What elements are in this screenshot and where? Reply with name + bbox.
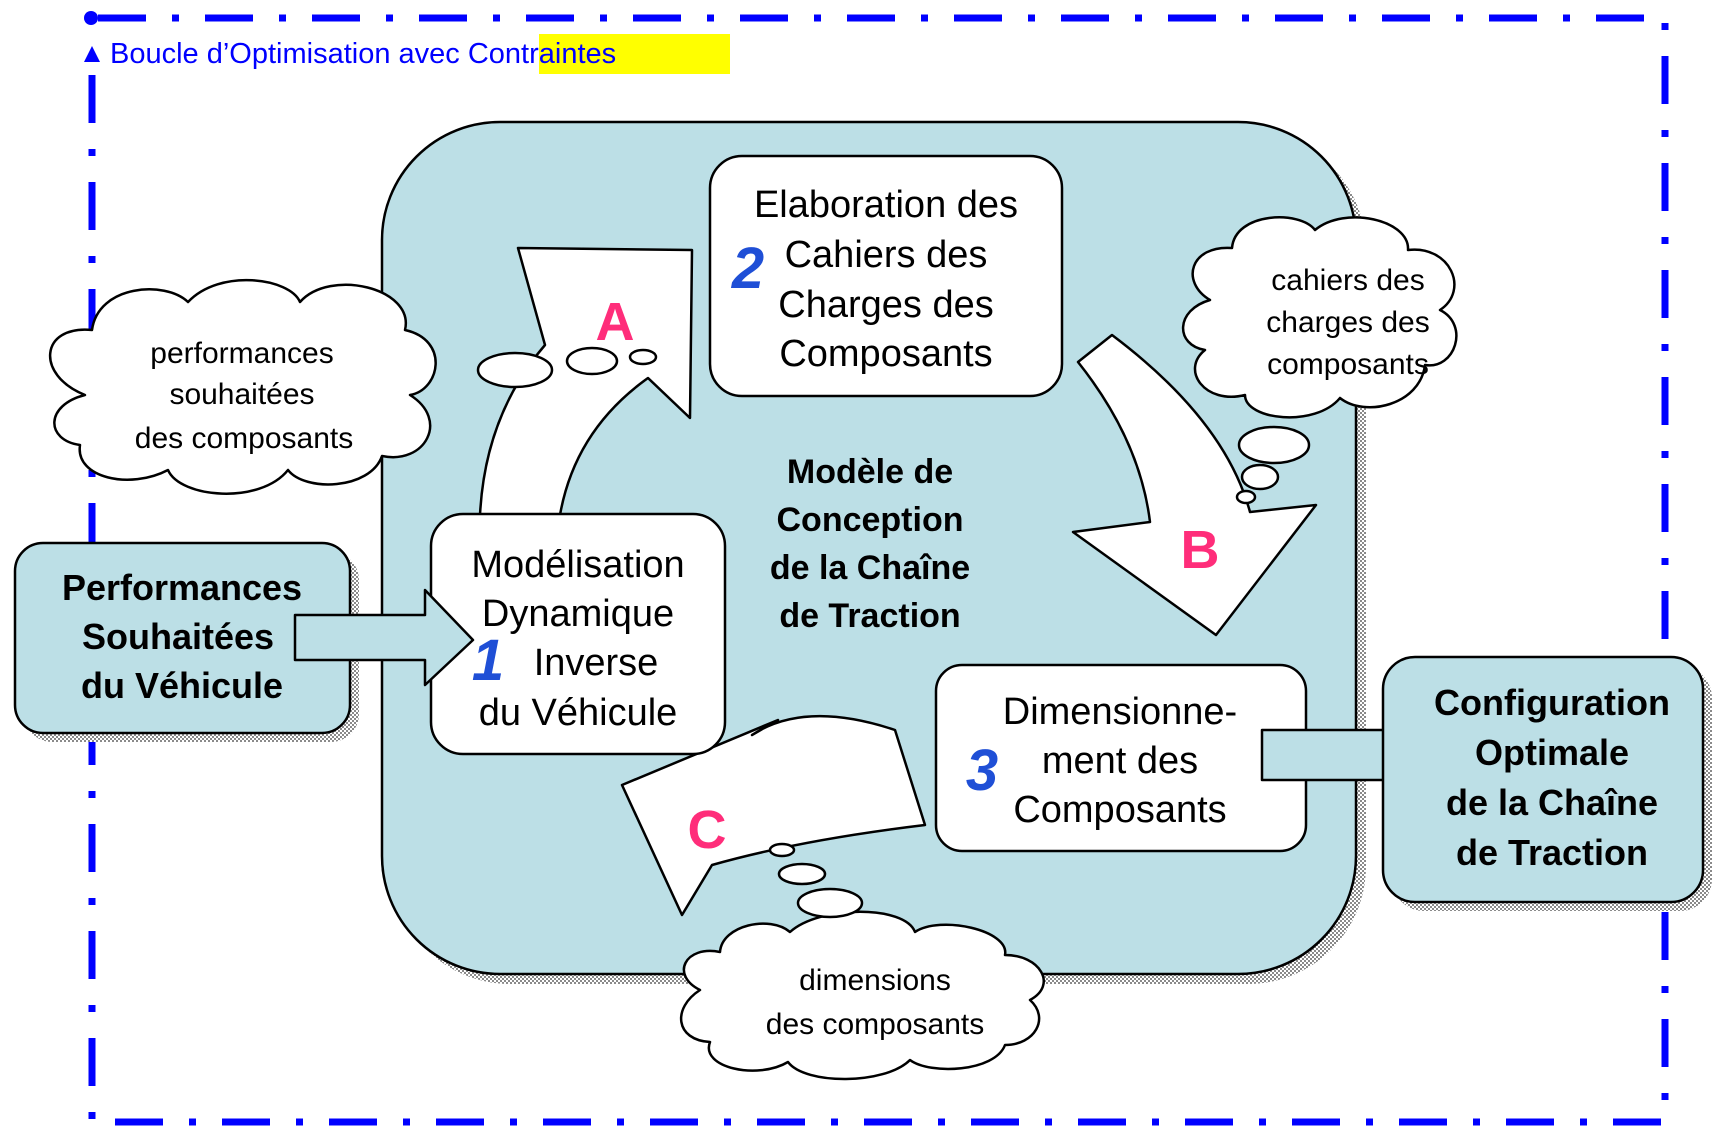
center-title: Modèle de Conception de la Chaîne de Tra… — [770, 453, 970, 635]
arrow-a-letter: A — [596, 292, 635, 352]
arrow-b-shape — [1071, 333, 1318, 637]
loop-arrowhead-icon — [84, 46, 100, 62]
cloud-cahiers-shape — [1181, 216, 1458, 419]
cloud-cahiers-line-1: cahiers des — [1271, 264, 1424, 297]
cloud-performances: performances souhaitées des composants — [48, 278, 658, 495]
cloud-cahiers-bubble-1 — [1237, 425, 1311, 465]
step-3-line-1: Dimensionne- — [1003, 691, 1237, 733]
center-title-line-1: Modèle de — [787, 453, 953, 491]
center-title-line-4: de Traction — [779, 597, 960, 635]
input-box: Performances Souhaitées du Véhicule — [13, 541, 359, 742]
cloud-performances-line-2: souhaitées — [169, 378, 314, 411]
arrow-c-shape — [620, 714, 927, 917]
step-3-number: 3 — [966, 738, 998, 803]
arrow-c-letter: C — [688, 800, 727, 860]
step-2-line-1: Elaboration des — [754, 184, 1018, 226]
cloud-dimensions-shape — [679, 910, 1045, 1081]
cloud-dimensions-line-1: dimensions — [799, 964, 951, 997]
input-line-1: Performances — [62, 567, 302, 608]
cloud-performances-shape — [48, 278, 437, 495]
cloud-dimensions-bubble-2 — [777, 862, 827, 886]
step-2-number: 2 — [731, 236, 764, 301]
step-3-line-3: Composants — [1013, 789, 1226, 831]
optimization-loop-line — [88, 14, 1669, 1126]
cloud-dimensions: dimensions des composants — [679, 842, 1045, 1081]
step-2-box: Elaboration des Cahiers des Charges des … — [708, 154, 1064, 398]
step-1-box: Modélisation Dynamique Inverse du Véhicu… — [429, 512, 727, 756]
center-title-line-3: de la Chaîne — [770, 549, 970, 587]
input-arrow — [293, 588, 475, 687]
loop-start-dot — [84, 11, 98, 25]
arrow-c: C — [620, 714, 927, 917]
step-2-line-3: Charges des — [778, 284, 993, 326]
cloud-dimensions-bubble-1 — [768, 842, 796, 858]
output-line-3: de la Chaîne — [1446, 782, 1658, 823]
input-line-2: Souhaitées — [82, 616, 274, 657]
arrow-a-shape — [478, 246, 694, 517]
cloud-performances-bubble-1 — [476, 351, 554, 389]
step-1-line-2: Dynamique — [482, 593, 674, 635]
step-2-line-4: Composants — [779, 333, 992, 375]
cloud-dimensions-bubble-3 — [796, 887, 864, 919]
cloud-performances-line-3: des composants — [135, 422, 353, 455]
optimization-loop: Boucle d’Optimisation avec Contraintes — [84, 11, 1669, 1126]
cloud-cahiers: cahiers des charges des composants — [1181, 216, 1458, 505]
loop-label: Boucle d’Optimisation avec Contraintes — [110, 38, 616, 70]
cloud-performances-bubble-3 — [628, 348, 658, 366]
arrow-b: B — [1071, 333, 1318, 637]
step-1-line-3: Inverse — [534, 642, 659, 684]
cloud-performances-bubble-2 — [565, 346, 619, 376]
step-1-number: 1 — [472, 628, 504, 693]
arrow-a: A — [478, 246, 694, 517]
step-2-line-2: Cahiers des — [785, 234, 988, 276]
step-3-line-2: ment des — [1042, 740, 1198, 782]
output-line-1: Configuration — [1434, 682, 1670, 723]
constraints-highlight — [539, 34, 730, 74]
cloud-dimensions-line-2: des composants — [766, 1008, 984, 1041]
output-box: Configuration Optimale de la Chaîne de T… — [1381, 655, 1712, 911]
output-line-4: de Traction — [1456, 832, 1648, 873]
center-title-line-2: Conception — [777, 501, 964, 539]
cloud-performances-line-1: performances — [150, 337, 333, 370]
cloud-cahiers-line-2: charges des — [1266, 306, 1429, 339]
step-1-line-1: Modélisation — [471, 544, 684, 586]
cloud-cahiers-line-3: composants — [1267, 348, 1429, 381]
cloud-cahiers-bubble-3 — [1235, 489, 1257, 505]
output-line-2: Optimale — [1475, 732, 1629, 773]
step-3-box: Dimensionne- ment des Composants 3 — [934, 663, 1308, 853]
arrow-b-letter: B — [1181, 520, 1220, 580]
input-line-3: du Véhicule — [81, 665, 283, 706]
constraints-label: Contraintes — [468, 38, 616, 70]
cloud-cahiers-bubble-2 — [1240, 463, 1280, 491]
step-1-line-4: du Véhicule — [479, 692, 678, 734]
